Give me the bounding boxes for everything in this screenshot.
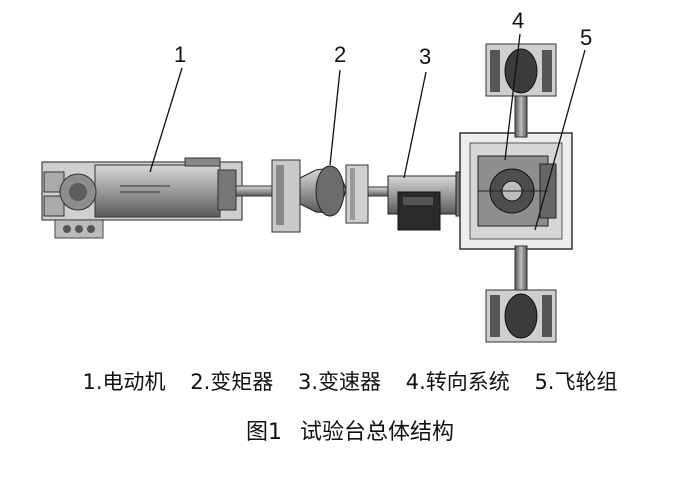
component-legend: 1.电动机 2.变矩器 3.变速器 4.转向系统 5.飞轮组 [0, 366, 700, 396]
figure-number: 图1 [245, 420, 282, 445]
legend-item-motor: 1.电动机 [82, 370, 166, 394]
flywheel-group [485, 43, 557, 343]
callout-3: 3 [419, 44, 432, 69]
steering-system [477, 155, 557, 227]
shaft [235, 185, 277, 197]
legend-item-transmission: 3.变速器 [297, 370, 382, 394]
torque-converter [271, 159, 369, 233]
legend-item-torque-converter: 2.变矩器 [190, 370, 274, 394]
figure-title: 试验台总体结构 [299, 420, 454, 445]
shaft [367, 186, 391, 197]
figure-caption: 图1 试验台总体结构 [0, 414, 700, 446]
shaft [514, 245, 528, 295]
leader-lines [149, 33, 586, 231]
electric-motor [41, 157, 243, 239]
legend-item-flywheel-group: 5.飞轮组 [534, 370, 618, 394]
callout-2: 2 [334, 42, 347, 67]
legend-item-steering-system: 4.转向系统 [405, 370, 510, 394]
callout-5: 5 [580, 25, 593, 50]
shaft [514, 91, 528, 138]
callout-1: 1 [174, 42, 187, 67]
test-bench-diagram [41, 33, 586, 343]
callout-4: 4 [512, 8, 525, 33]
